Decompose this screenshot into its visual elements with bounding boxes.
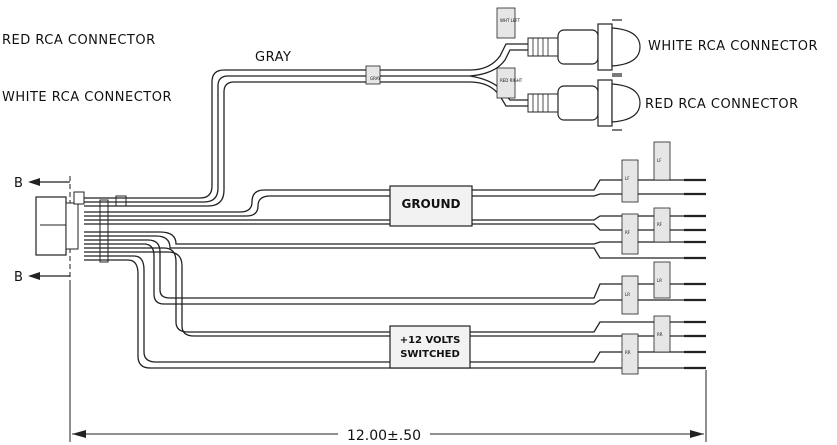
svg-text:RF: RF <box>657 222 663 227</box>
volts-label: +12 VOLTS <box>400 335 461 346</box>
white-rca-tag <box>496 7 516 39</box>
svg-text:LF: LF <box>657 158 662 163</box>
right-red-rca-label: RED RCA CONNECTOR <box>645 97 799 112</box>
wire-tag-1 <box>621 159 639 203</box>
ground-label: GROUND <box>401 197 460 211</box>
svg-text:GRAY: GRAY <box>370 76 381 81</box>
wire-tag-4 <box>653 207 671 243</box>
main-connector <box>35 191 127 263</box>
svg-text:LR: LR <box>625 292 630 297</box>
wire-tags: LF LF RF RF LR LR RR RR <box>621 141 671 375</box>
svg-text:B: B <box>14 176 23 191</box>
svg-text:WHT LEFT: WHT LEFT <box>500 18 521 23</box>
volts-switched-box: +12 VOLTS SWITCHED <box>389 325 471 369</box>
svg-text:RED RIGHT: RED RIGHT <box>500 78 523 83</box>
dimension-line: 12.00±.50 <box>69 282 707 444</box>
wire-tag-2 <box>653 141 671 181</box>
wire-terminals <box>684 178 706 370</box>
gray-wire-label: GRAY <box>255 50 291 65</box>
gray-wire-bundle: GRAY <box>84 65 470 207</box>
wire-tag-6 <box>653 261 671 299</box>
gray-wire-tag <box>365 65 381 85</box>
red-rca-tag <box>496 67 516 99</box>
svg-text:LF: LF <box>625 176 630 181</box>
speaker-wire-bundle <box>84 179 700 369</box>
wire-tag-8 <box>653 315 671 353</box>
svg-text:LR: LR <box>657 278 662 283</box>
switched-label: SWITCHED <box>400 349 460 360</box>
left-red-rca-label: RED RCA CONNECTOR <box>2 33 156 48</box>
right-white-rca-label: WHITE RCA CONNECTOR <box>648 39 818 54</box>
ground-label-box: GROUND <box>389 185 473 227</box>
svg-text:B: B <box>14 270 23 285</box>
section-marker-bottom: B <box>14 270 70 285</box>
white-rca-connector: WHT LEFT <box>496 7 641 75</box>
svg-text:RF: RF <box>625 230 631 235</box>
svg-text:RR: RR <box>657 332 663 337</box>
wire-tag-7 <box>621 333 639 375</box>
wire-tag-5 <box>621 275 639 315</box>
dimension-label: 12.00±.50 <box>347 428 421 444</box>
red-rca-connector: RED RIGHT <box>496 67 641 131</box>
wire-tag-3 <box>621 213 639 255</box>
svg-text:RR: RR <box>625 350 631 355</box>
left-white-rca-label: WHITE RCA CONNECTOR <box>2 90 172 105</box>
